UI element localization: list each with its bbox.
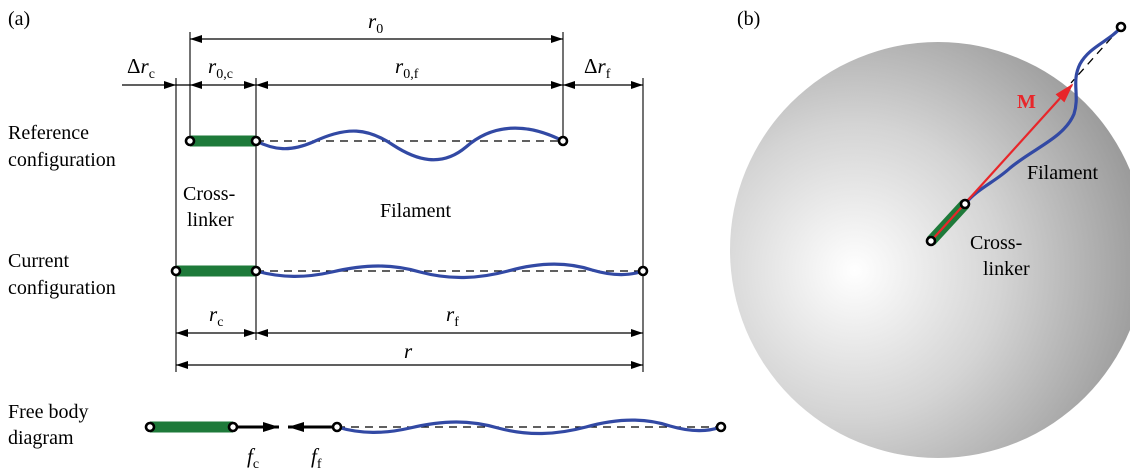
crosslinker-label-a: Cross- linker xyxy=(183,183,240,231)
moment-arrow xyxy=(930,83,1074,242)
sphere-node-center xyxy=(925,235,937,247)
label-delta-rf: Δrf xyxy=(584,54,611,82)
reference-filament xyxy=(254,126,565,162)
reference-node-left xyxy=(184,135,196,147)
current-node-right xyxy=(637,265,649,277)
panel-a: (a) r0 Δrc r0,c r0,f Δrf rc rf r xyxy=(8,8,727,472)
label-ff: ff xyxy=(311,444,322,472)
dimension-arrows xyxy=(122,35,643,369)
current-filament xyxy=(254,262,645,280)
crosslinker-label-b: Cross- linker xyxy=(970,232,1030,280)
current-node-left xyxy=(170,265,182,277)
sphere-filament xyxy=(963,25,1123,206)
label-r0f: r0,f xyxy=(395,54,419,82)
current-configuration xyxy=(170,262,649,280)
label-r0: r0 xyxy=(368,9,383,37)
panel-a-tag: (a) xyxy=(8,8,30,30)
reference-node-mid xyxy=(250,135,262,147)
fbd-node-right xyxy=(715,421,727,433)
label-fc: fc xyxy=(247,444,259,472)
extension-lines xyxy=(175,32,644,372)
row-label-free-body: Free body diagram xyxy=(8,401,94,449)
reference-configuration xyxy=(184,126,569,162)
filament-label-a: Filament xyxy=(380,200,452,222)
reference-node-right xyxy=(557,135,569,147)
row-label-current: Current configuration xyxy=(8,250,116,299)
fbd-node-left xyxy=(144,421,156,433)
panel-b: (b) M Filament Cross- linker xyxy=(730,8,1130,458)
sphere-node-tip xyxy=(1115,21,1127,33)
sphere xyxy=(730,42,1130,458)
filament-label-b: Filament xyxy=(1027,162,1099,184)
label-rf: rf xyxy=(446,302,459,330)
panel-b-tag: (b) xyxy=(737,8,760,30)
label-rc: rc xyxy=(209,302,223,330)
sphere-chord-dashed xyxy=(1070,26,1122,84)
free-body-configuration: fc ff xyxy=(144,418,727,472)
label-delta-rc: Δrc xyxy=(127,54,155,82)
fbd-node-link-end xyxy=(227,421,239,433)
sphere-node-link-end xyxy=(959,198,971,210)
row-label-reference: Reference configuration xyxy=(8,122,116,171)
label-r: r xyxy=(404,339,413,363)
current-node-mid xyxy=(250,265,262,277)
moment-label: M xyxy=(1017,91,1036,113)
fbd-filament xyxy=(335,418,723,436)
label-r0c: r0,c xyxy=(208,54,233,82)
fbd-node-fil-start xyxy=(331,421,343,433)
